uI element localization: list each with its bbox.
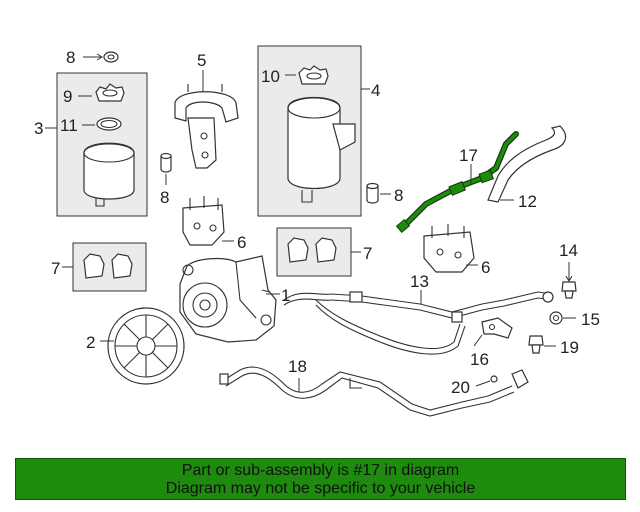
callout-4: 4	[371, 81, 380, 100]
callout-1: 1	[281, 286, 290, 305]
part-14-bolt[interactable]	[561, 281, 577, 299]
part-6-mount-left[interactable]	[182, 196, 225, 246]
part-note-banner: Part or sub-assembly is #17 in diagram D…	[15, 458, 626, 500]
callout-12: 12	[518, 192, 537, 211]
part-10-reservoir-cap[interactable]	[298, 65, 329, 85]
callout-3: 3	[34, 119, 43, 138]
parts-diagram: 8 9 11 3 8 5 10	[34, 45, 600, 417]
callout-5: 5	[197, 51, 206, 70]
part-9-reservoir-cap[interactable]	[95, 83, 125, 102]
callout-17: 17	[459, 146, 478, 165]
callout-6b: 6	[481, 258, 490, 277]
callout-8b: 8	[160, 188, 169, 207]
callout-7b: 7	[363, 244, 372, 263]
part-15-washer[interactable]	[549, 311, 563, 325]
callout-8a: 8	[66, 48, 75, 67]
part-4-reservoir[interactable]	[287, 97, 356, 203]
part-3-reservoir[interactable]	[83, 142, 135, 207]
callout-15: 15	[581, 310, 600, 329]
callout-2: 2	[86, 333, 95, 352]
callout-20: 20	[451, 378, 470, 397]
group-box-7-right	[276, 227, 352, 277]
part-18-cooler-line[interactable]	[219, 366, 529, 417]
part-19-bolt[interactable]	[528, 335, 544, 354]
callout-14: 14	[559, 241, 578, 260]
part-5-reservoir-bracket[interactable]	[174, 84, 239, 169]
banner-line-2: Diagram may not be specific to your vehi…	[165, 480, 476, 497]
callout-9: 9	[63, 87, 72, 106]
callout-18: 18	[288, 357, 307, 376]
callout-13: 13	[410, 272, 429, 291]
part-6-mount-right[interactable]	[423, 224, 475, 273]
part-11-seal[interactable]	[96, 117, 122, 131]
callout-16: 16	[470, 350, 489, 369]
part-16-clamp[interactable]	[481, 317, 513, 339]
callout-10: 10	[261, 67, 280, 86]
part-8-washer[interactable]	[103, 51, 119, 63]
part-7-isolators-left[interactable]	[83, 253, 133, 279]
callout-7a: 7	[51, 259, 60, 278]
part-13-hose-assembly[interactable]	[283, 291, 554, 355]
callout-19: 19	[560, 338, 579, 357]
part-12-return-hose[interactable]	[487, 125, 567, 203]
callout-8c: 8	[394, 186, 403, 205]
part-7-isolators-right[interactable]	[287, 237, 337, 263]
part-1-power-steering-pump[interactable]	[179, 255, 277, 343]
part-8-sleeve-right[interactable]	[366, 182, 379, 204]
part-2-pulley[interactable]	[107, 307, 185, 385]
part-8-sleeve-left[interactable]	[160, 152, 172, 173]
callout-11: 11	[60, 116, 78, 135]
callout-6a: 6	[237, 233, 246, 252]
part-17-pressure-line[interactable]	[395, 131, 519, 233]
banner-line-1: Part or sub-assembly is #17 in diagram	[181, 462, 460, 479]
part-20-clip[interactable]	[490, 375, 498, 383]
group-box-7-left	[72, 242, 147, 292]
